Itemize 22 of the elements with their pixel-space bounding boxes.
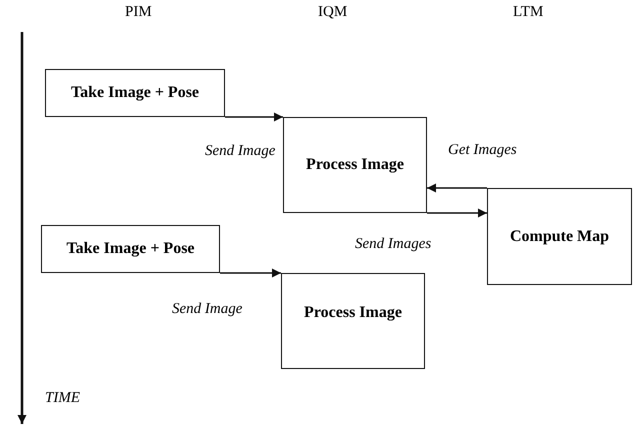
arrow [427,184,487,192]
arrow [220,268,281,278]
box-label: Process Image [306,156,404,174]
column-header: LTM [513,4,544,21]
column-header: IQM [318,4,348,21]
edge-label: Send Image [172,301,242,318]
process-box [487,188,632,285]
column-header: PIM [125,4,152,21]
arrow [427,208,487,218]
arrow [225,112,283,122]
edge-label: Get Images [448,142,517,159]
process-box [45,69,225,117]
axis-label: TIME [45,390,80,407]
box-label: Take Image + Pose [66,240,195,258]
edge-label: Send Images [355,236,432,253]
box-label: Process Image [304,304,402,322]
box-label: Compute Map [510,228,610,246]
process-box [281,273,425,369]
box-label: Take Image + Pose [70,84,200,102]
process-box [41,225,220,273]
edge-label: Send Image [205,143,276,160]
process-box [283,117,427,213]
